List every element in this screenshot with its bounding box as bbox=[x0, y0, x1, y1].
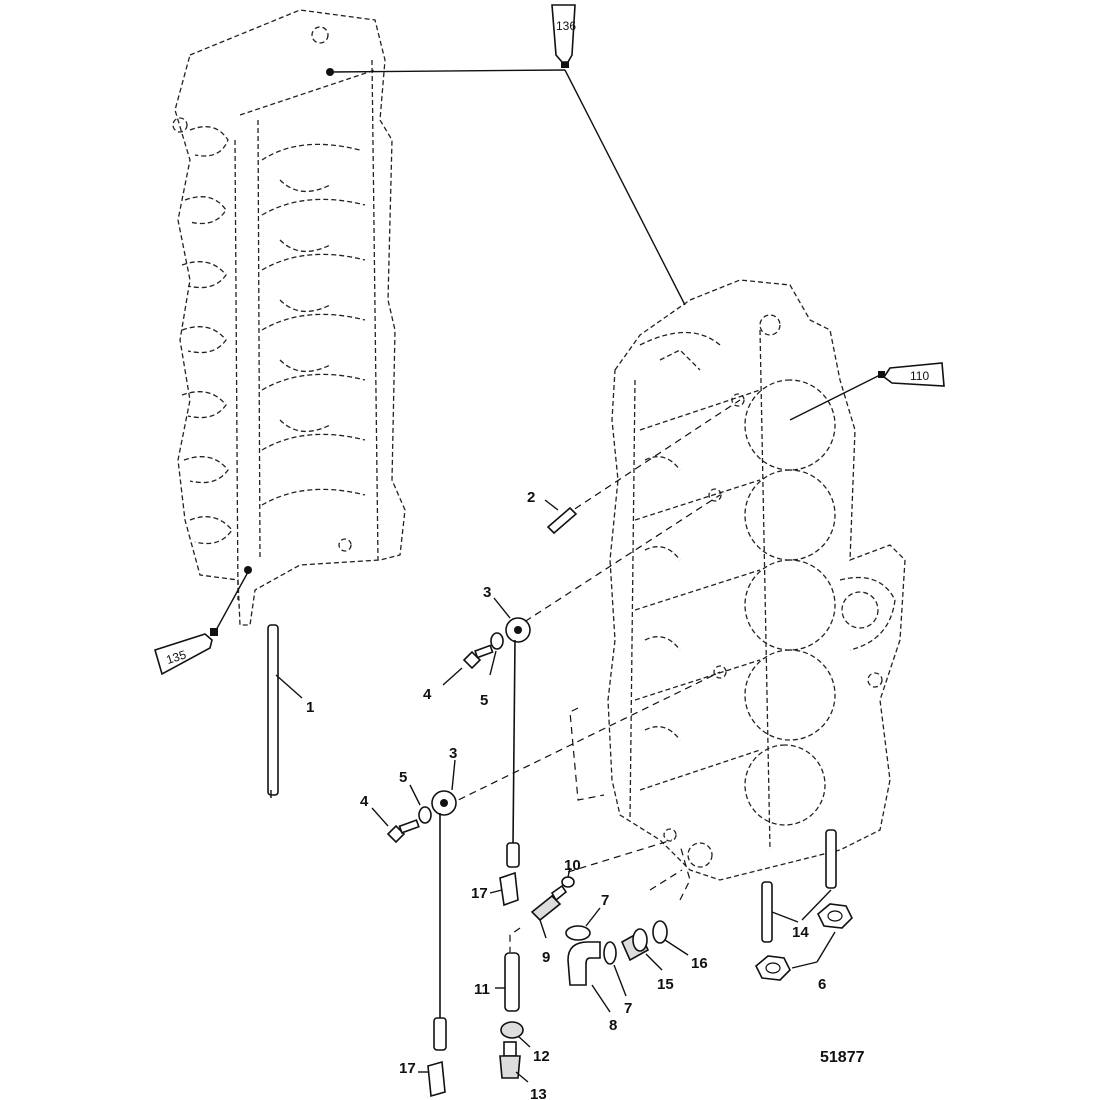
part-2-dowel bbox=[544, 499, 578, 535]
part-3-knock-sensor-lower bbox=[431, 759, 457, 1051]
callout-2: 2 bbox=[527, 489, 535, 506]
sealant-tube-136: 136 bbox=[551, 4, 576, 68]
callout-4-lower: 4 bbox=[360, 793, 369, 810]
tube-135-label: 135 bbox=[165, 647, 189, 667]
callout-17-upper: 17 bbox=[471, 885, 488, 902]
callout-5-upper: 5 bbox=[480, 692, 488, 709]
sealant-tube-135: 135 bbox=[154, 628, 218, 676]
callout-8: 8 bbox=[609, 1017, 617, 1034]
callout-16: 16 bbox=[691, 955, 708, 972]
part-13-sensor bbox=[499, 1041, 529, 1083]
callout-labels: 1 2 3 3 4 4 5 5 6 7 7 8 9 10 11 12 13 14… bbox=[306, 489, 826, 1100]
sealant-leader-lines bbox=[214, 69, 883, 633]
part-3-knock-sensor-upper bbox=[493, 597, 531, 868]
callout-5-lower: 5 bbox=[399, 769, 407, 786]
sealant-tube-110: 110 bbox=[878, 362, 945, 387]
part-7-seal-lower bbox=[603, 941, 627, 997]
part-9-fitting bbox=[530, 884, 568, 939]
part-12-clamp bbox=[500, 1021, 531, 1048]
part-17-connector-upper bbox=[489, 871, 519, 907]
callout-17-lower: 17 bbox=[399, 1060, 416, 1077]
callout-6: 6 bbox=[818, 976, 826, 993]
part-6-nuts bbox=[755, 903, 853, 981]
part-17-connector-lower bbox=[418, 1060, 446, 1098]
callout-3-lower: 3 bbox=[449, 745, 457, 762]
callout-12: 12 bbox=[533, 1048, 550, 1065]
callout-3-upper: 3 bbox=[483, 584, 491, 601]
callout-11: 11 bbox=[474, 981, 490, 998]
part-14-studs bbox=[761, 829, 837, 943]
part-7-seal-upper bbox=[565, 907, 601, 941]
tube-136-label: 136 bbox=[556, 19, 576, 33]
part-10-o-ring bbox=[561, 867, 575, 888]
tube-110-label: 110 bbox=[910, 369, 929, 383]
left-cylinder-block bbox=[172, 9, 406, 626]
right-cylinder-block bbox=[607, 279, 906, 881]
callout-13: 13 bbox=[530, 1086, 547, 1100]
part-1-stud bbox=[267, 624, 303, 798]
figure-number: 51877 bbox=[820, 1049, 865, 1066]
callout-10: 10 bbox=[564, 857, 581, 874]
callout-4-upper: 4 bbox=[423, 686, 432, 703]
callout-9: 9 bbox=[542, 949, 550, 966]
part-5-washer-upper bbox=[489, 632, 504, 676]
assembly-dashed-lines bbox=[447, 399, 741, 952]
part-5-washer-lower bbox=[409, 784, 432, 824]
part-15-adapter bbox=[620, 928, 663, 971]
callout-7-upper: 7 bbox=[601, 892, 609, 909]
part-16-o-ring bbox=[652, 920, 689, 956]
part-11-hose bbox=[495, 952, 520, 1012]
part-8-elbow bbox=[567, 941, 611, 1013]
part-4-bolt-upper bbox=[442, 644, 494, 686]
part-4-bolt-lower bbox=[371, 807, 420, 844]
callout-7-lower: 7 bbox=[624, 1000, 632, 1017]
callout-1: 1 bbox=[306, 699, 314, 716]
callout-14: 14 bbox=[792, 924, 809, 941]
callout-15: 15 bbox=[657, 976, 674, 993]
